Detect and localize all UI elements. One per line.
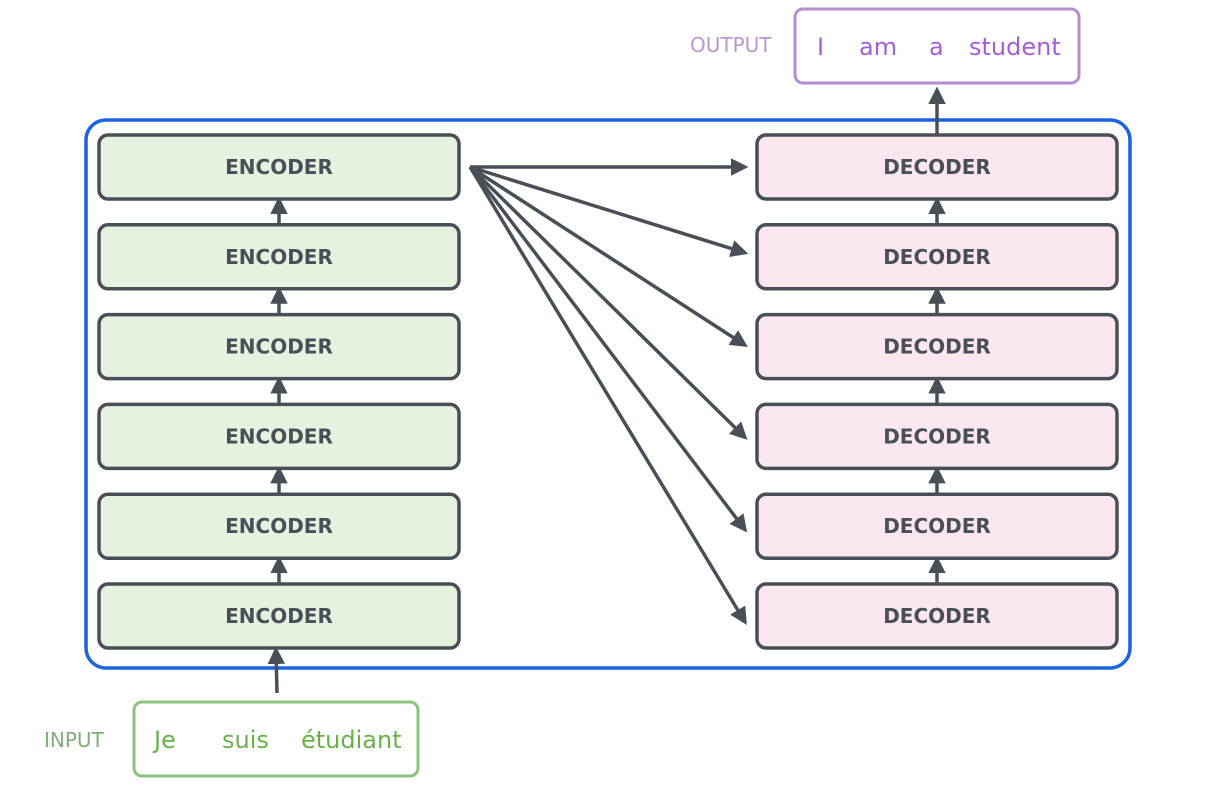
- output-section: OUTPUT I am a student: [690, 7, 1081, 85]
- input-word-suis: suis: [222, 726, 269, 754]
- encoder-to-decoder-arrow: [468, 165, 748, 533]
- encoder-box: [97, 312, 461, 381]
- decoder-block-3: DECODER: [755, 402, 1119, 471]
- transformer-frame: [84, 118, 1132, 670]
- decoder-block-6: DECODER: [755, 133, 1119, 201]
- encoder-to-decoder-arrow: [468, 166, 747, 625]
- connection-arrows: [267, 86, 946, 694]
- encoder-to-decoder-arrow: [468, 165, 748, 440]
- input-label: INPUT: [44, 728, 105, 752]
- encoder-box: [97, 223, 461, 291]
- decoder-label: DECODER: [883, 245, 991, 269]
- encoder-label: ENCODER: [225, 245, 333, 269]
- decoder-box: [755, 133, 1119, 201]
- encoder-box: [97, 492, 461, 560]
- encoder-box: [97, 402, 461, 471]
- encoder-label: ENCODER: [225, 155, 333, 179]
- encoder-block-3: ENCODER: [97, 402, 461, 471]
- output-word-i: I: [817, 33, 824, 61]
- encoder-box: [97, 133, 461, 201]
- decoder-label: DECODER: [883, 424, 991, 448]
- decoder-box: [755, 492, 1119, 560]
- encoder-label: ENCODER: [225, 335, 333, 359]
- encoder-box: [97, 582, 461, 650]
- output-word-a: a: [929, 33, 944, 61]
- decoder-label: DECODER: [883, 335, 991, 359]
- input-word-je: Je: [152, 726, 176, 754]
- encoder-label: ENCODER: [225, 514, 333, 538]
- decoder-label: DECODER: [883, 604, 991, 628]
- input-section: INPUT Je suis étudiant: [44, 700, 420, 778]
- encoder-block-5: ENCODER: [97, 223, 461, 291]
- decoder-block-1: DECODER: [755, 582, 1119, 650]
- decoder-stack: DECODER DECODER DECODER DECODER DECODER DECOD…: [755, 133, 1119, 650]
- decoder-box: [755, 223, 1119, 291]
- decoder-label: DECODER: [883, 155, 991, 179]
- decoder-label: DECODER: [883, 514, 991, 538]
- input-box: [132, 700, 420, 778]
- encoder-label: ENCODER: [225, 424, 333, 448]
- output-word-am: am: [859, 33, 897, 61]
- encoder-stack: ENCODER ENCODER ENCODER ENCODER ENCODER ENCOD…: [97, 133, 461, 650]
- output-word-student: student: [969, 33, 1061, 61]
- decoder-box: [755, 402, 1119, 471]
- output-box: [793, 7, 1081, 85]
- decoder-box: [755, 582, 1119, 650]
- decoder-block-4: DECODER: [755, 312, 1119, 381]
- input-word-etudiant: étudiant: [301, 726, 402, 754]
- encoder-block-4: ENCODER: [97, 312, 461, 381]
- encoder-label: ENCODER: [225, 604, 333, 628]
- decoder-block-5: DECODER: [755, 223, 1119, 291]
- output-label: OUTPUT: [690, 33, 772, 57]
- encoder-to-decoder-arrow: [469, 165, 749, 257]
- input-to-encoder-arrow: [267, 646, 286, 694]
- decoder-box: [755, 312, 1119, 381]
- encoder-block-1: ENCODER: [97, 582, 461, 650]
- decoder-block-2: DECODER: [755, 492, 1119, 560]
- encoder-to-decoder-arrow: [469, 165, 748, 348]
- encoder-block-6: ENCODER: [97, 133, 461, 201]
- encoder-block-2: ENCODER: [97, 492, 461, 560]
